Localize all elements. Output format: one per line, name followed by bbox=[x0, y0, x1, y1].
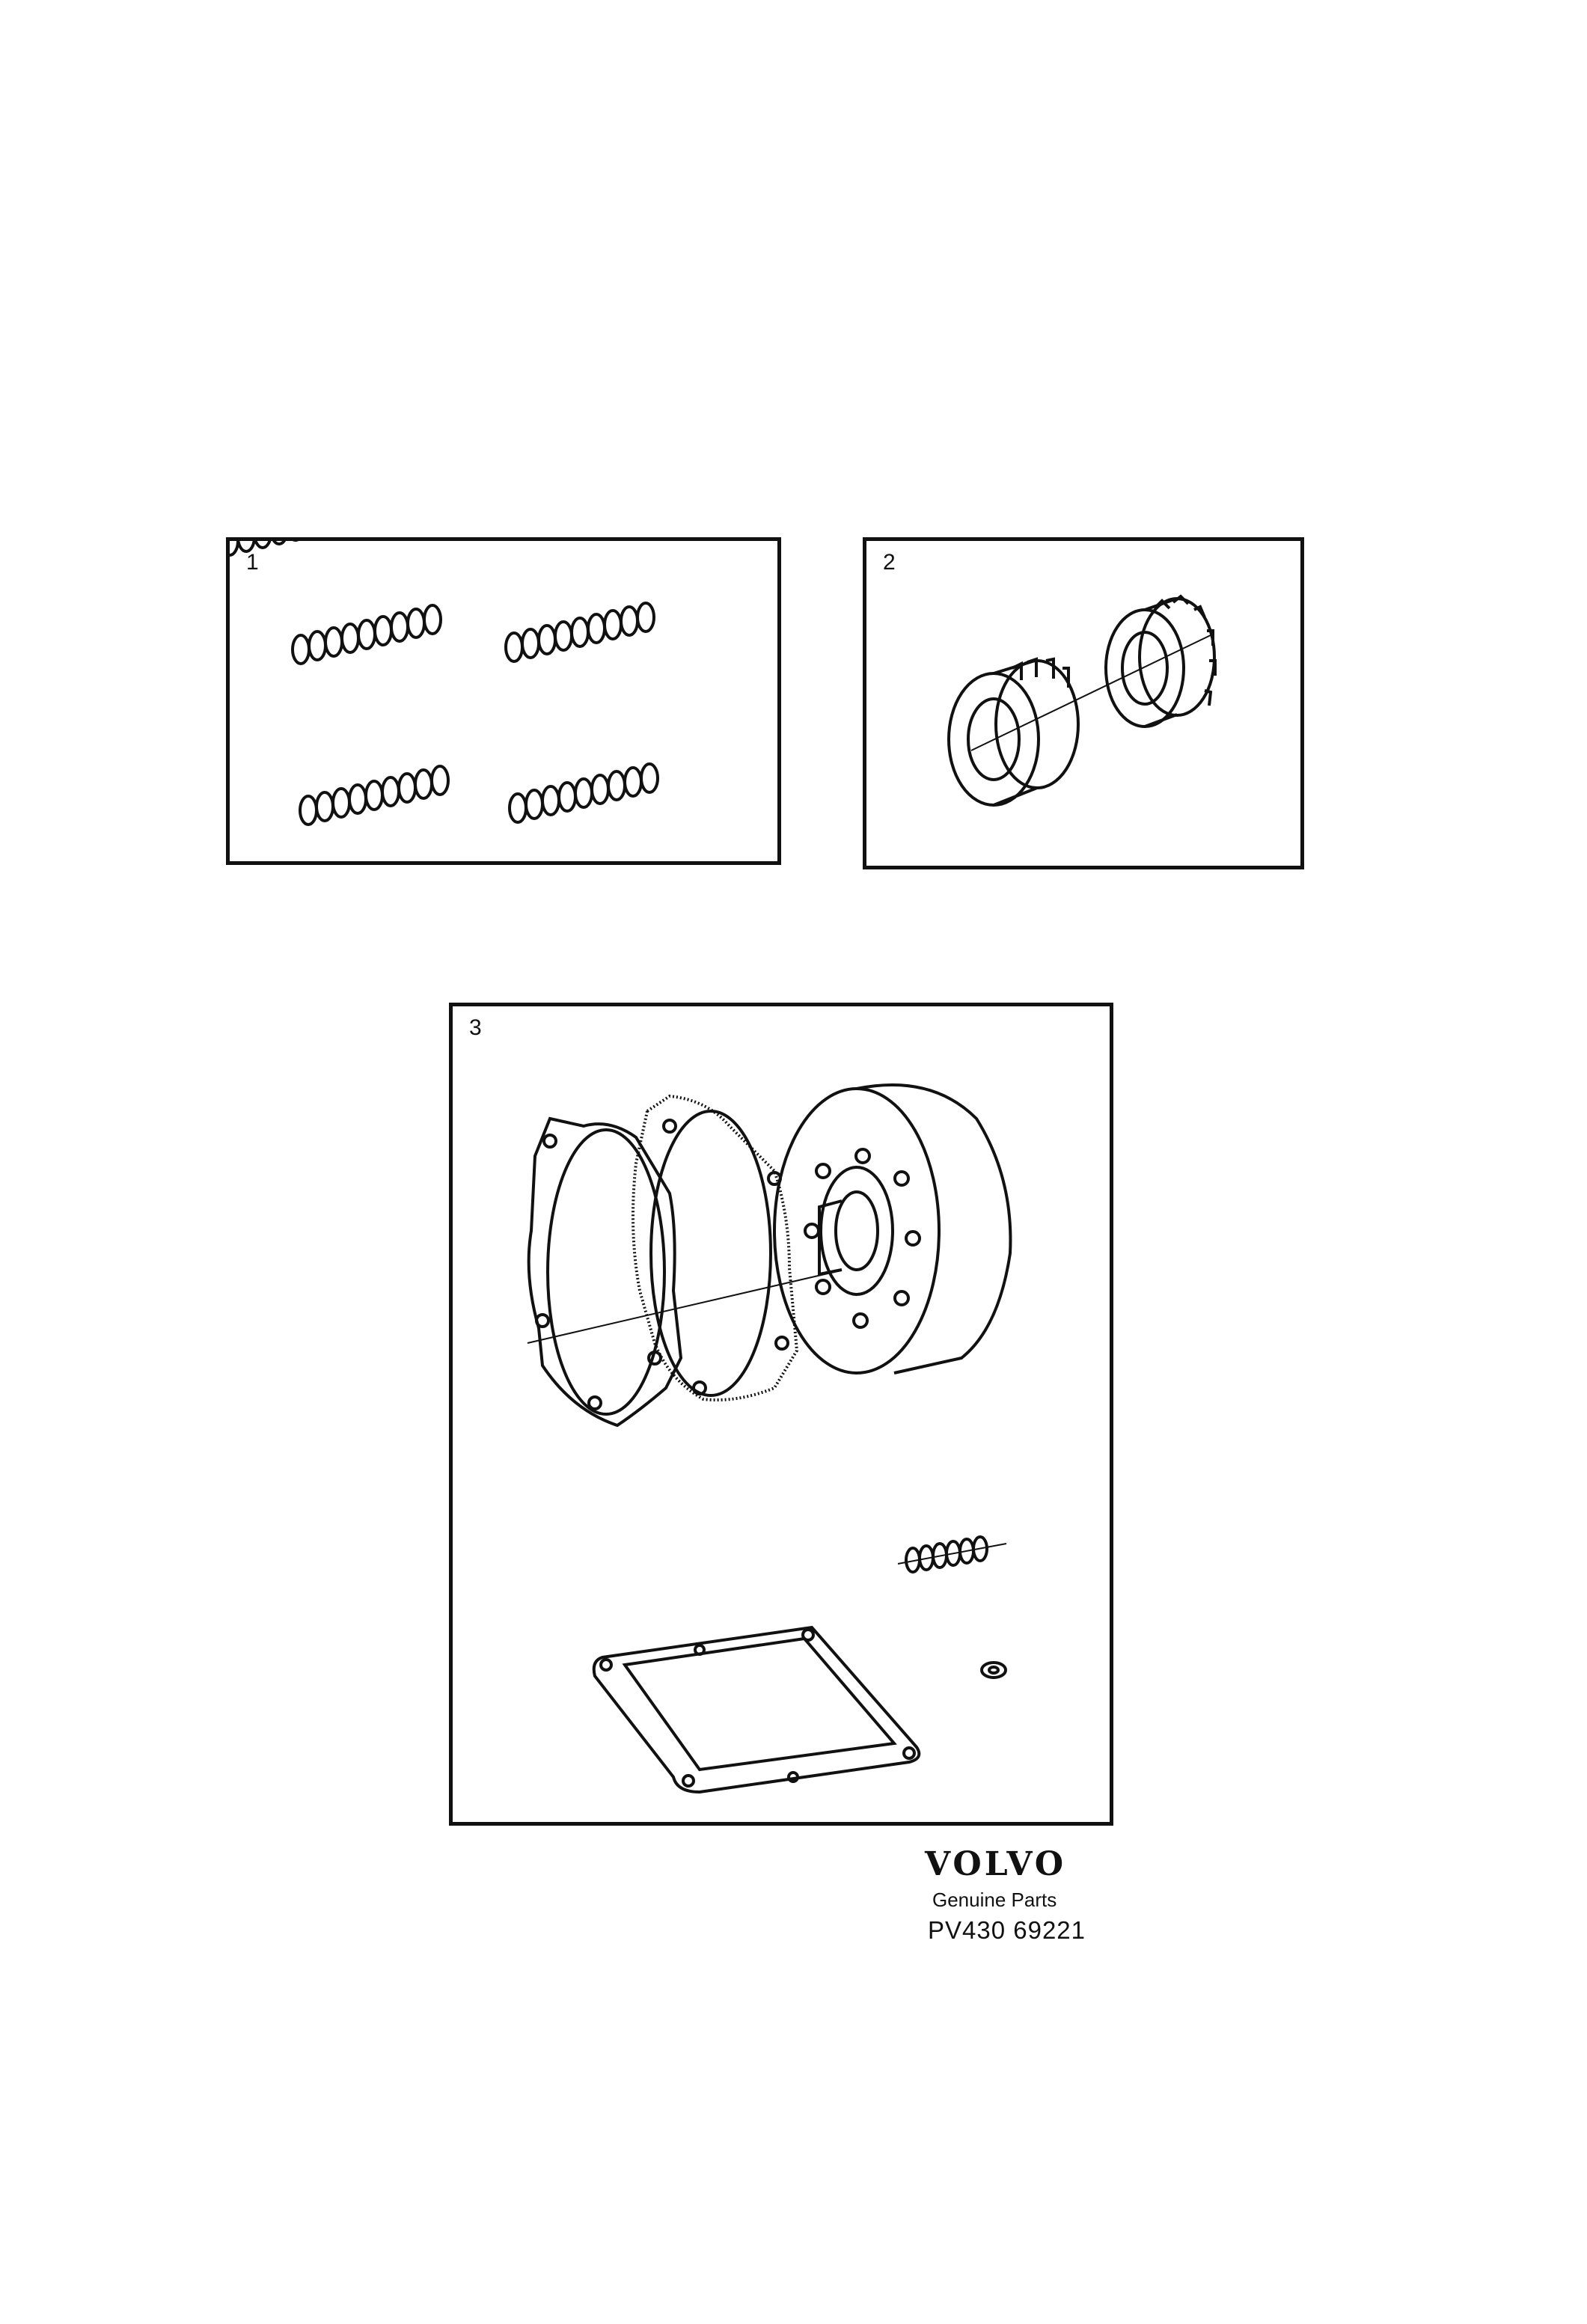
brand-block: VOLVO Genuine Parts PV430 69221 bbox=[898, 1848, 1152, 1945]
volvo-logo: VOLVO bbox=[925, 1845, 1067, 1883]
part-code: PV430 69221 bbox=[928, 1916, 1086, 1944]
panel-2: 2 bbox=[863, 537, 1304, 869]
panel-3: 3 bbox=[449, 1003, 1113, 1826]
coil-spring bbox=[897, 1535, 1007, 1574]
coil-spring bbox=[230, 541, 299, 557]
pump-gasket-kit-icon bbox=[527, 1083, 1012, 1794]
gasket bbox=[527, 1116, 683, 1428]
panel-1: 1 bbox=[226, 537, 781, 865]
coil-spring bbox=[504, 602, 655, 663]
coil-spring bbox=[299, 765, 450, 826]
washer bbox=[980, 1661, 1007, 1679]
flat-gasket bbox=[592, 1625, 921, 1794]
panel-number: 3 bbox=[469, 1015, 482, 1040]
roller-clutch-icon bbox=[947, 594, 1217, 807]
brand-subtitle: Genuine Parts bbox=[932, 1889, 1057, 1911]
panel-number: 1 bbox=[246, 550, 259, 575]
coil-spring bbox=[508, 762, 659, 824]
coil-spring bbox=[291, 604, 442, 665]
spring-set-icon bbox=[230, 541, 659, 826]
panel-number: 2 bbox=[883, 550, 896, 575]
